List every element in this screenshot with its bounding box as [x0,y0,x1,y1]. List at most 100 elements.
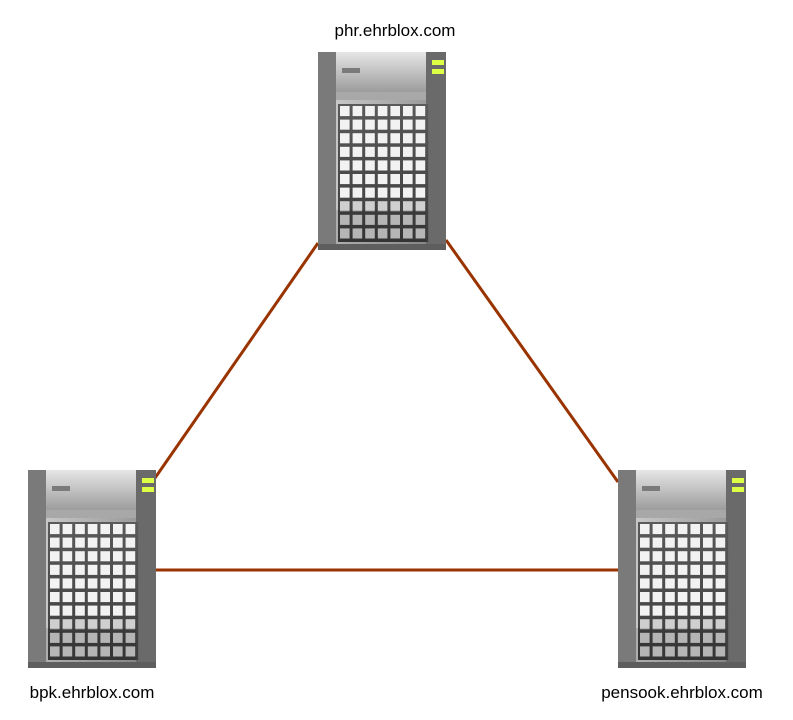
vent-cell [715,524,726,535]
vent-cell [100,646,110,657]
vent-cell [640,537,650,548]
vent-cell [75,551,85,562]
vent-cell [113,619,123,630]
vent-cell [113,564,123,575]
led-indicator [732,478,744,483]
server-base [618,662,746,668]
vent-cell [377,187,388,198]
vent-cell [377,119,388,130]
vent-cell [665,619,675,630]
vent-cell [365,187,375,198]
vent-cell [690,564,700,575]
vent-cell [50,619,60,630]
vent-cell [677,619,688,630]
vent-cell [100,578,110,589]
vent-cell [715,551,726,562]
server-shadow [636,628,726,668]
vent-cell [652,578,663,589]
vent-cell [352,174,363,185]
vent-cell [50,564,60,575]
vent-cell [113,605,123,616]
vent-cell [100,537,110,548]
node-bpk[interactable]: bpk.ehrblox.com [28,470,156,702]
vent-cell [100,619,110,630]
vent-cell [677,524,688,535]
vent-cell [87,605,98,616]
vent-cell [690,592,700,603]
vent-cell [340,187,350,198]
vent-cell [100,632,110,643]
server-slot [342,68,360,73]
vent-cell [352,133,363,144]
links-layer [153,239,620,572]
vent-cell [352,228,363,239]
vent-cell [703,578,713,589]
vent-cell [640,551,650,562]
server-band [46,510,136,518]
node-label: pensook.ehrblox.com [601,683,763,702]
vent-cell [390,174,400,185]
vent-cell [365,160,375,171]
vent-cell [715,619,726,630]
vent-cell [113,646,123,657]
server-band [336,92,426,100]
vent-cell [75,578,85,589]
vent-cell [100,605,110,616]
vent-cell [75,619,85,630]
vent-cell [365,133,375,144]
vent-cell [100,551,110,562]
vent-cell [377,133,388,144]
vent-cell [703,646,713,657]
vent-cell [365,146,375,157]
vent-cell [340,228,350,239]
vent-cell [677,592,688,603]
vent-cell [365,106,375,117]
vent-cell [125,537,136,548]
vent-cell [365,228,375,239]
vent-cell [340,146,350,157]
vent-cell [652,619,663,630]
vent-cell [677,578,688,589]
vent-cell [50,592,60,603]
vent-cell [703,592,713,603]
vent-cell [665,578,675,589]
vent-cell [715,605,726,616]
vent-cell [352,214,363,225]
vent-cell [100,524,110,535]
vent-cell [62,646,73,657]
vent-cell [125,632,136,643]
vent-cell [703,605,713,616]
vent-cell [690,619,700,630]
vent-cell [340,201,350,212]
vent-cell [403,187,413,198]
node-phr[interactable]: phr.ehrblox.com [318,21,455,250]
vent-cell [703,551,713,562]
vent-cell [125,578,136,589]
node-pensook[interactable]: pensook.ehrblox.com [601,470,763,702]
vent-cell [377,106,388,117]
vent-cell [352,160,363,171]
vent-cell [75,537,85,548]
vent-cell [113,537,123,548]
vent-cell [703,619,713,630]
vent-cell [403,174,413,185]
server-band [636,510,726,518]
vent-cell [62,592,73,603]
vent-cell [113,551,123,562]
vent-cell [62,619,73,630]
vent-cell [690,646,700,657]
vent-cell [87,632,98,643]
server-side-right [136,470,156,668]
vent-cell [87,551,98,562]
vent-cell [390,133,400,144]
vent-cell [403,228,413,239]
vent-cell [703,537,713,548]
vent-cell [415,201,426,212]
vent-cell [377,146,388,157]
vent-cell [62,524,73,535]
vent-cell [677,537,688,548]
vent-cell [377,174,388,185]
vent-cell [652,632,663,643]
vent-cell [62,551,73,562]
vent-cell [665,605,675,616]
